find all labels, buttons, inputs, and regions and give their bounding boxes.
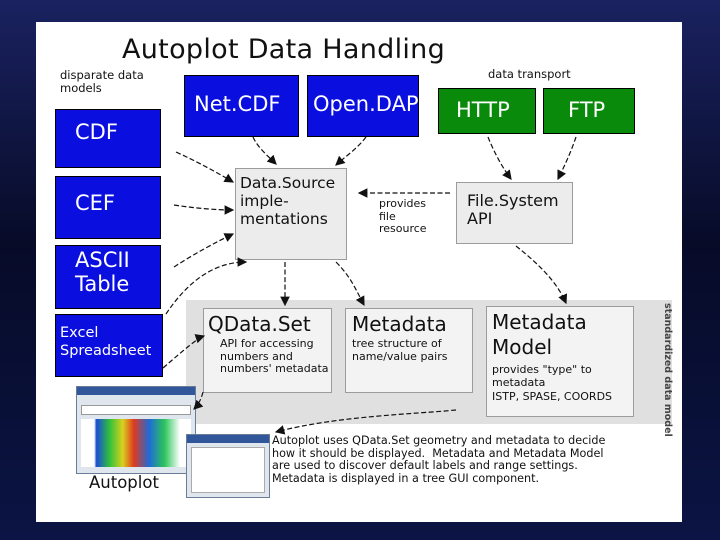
- metadata-model-box: Metadata Model provides "type" to metada…: [486, 306, 634, 417]
- source-cef: CEF: [55, 176, 161, 239]
- arrow-http-to-filesystem: [487, 136, 512, 180]
- slide-title: Autoplot Data Handling: [122, 34, 446, 65]
- arrow-filesystem-to-metadata-model: [515, 245, 568, 305]
- filesystem-api: File.System API: [456, 182, 573, 244]
- metadata-tree-window-thumbnail: [186, 434, 270, 498]
- metadata-model-standards: ISTP, SPASE, COORDS: [492, 390, 613, 403]
- format-opendap: Open.DAP: [307, 75, 419, 137]
- qdataset-title: QData.Set: [208, 312, 311, 336]
- qdataset-box: QData.Set API for accessing numbers and …: [203, 308, 332, 393]
- transport-http: HTTP: [438, 88, 536, 134]
- autoplot-label: Autoplot: [89, 473, 159, 492]
- metadata-title: Metadata: [352, 312, 447, 336]
- description-text: Autoplot uses QData.Set geometry and met…: [272, 434, 606, 485]
- metadata-model-description: provides "type" to metadata: [492, 363, 592, 389]
- arrow-model-to-tree-window: [274, 409, 457, 435]
- connector-arrows: [162, 136, 577, 435]
- transport-heading: data transport: [488, 67, 571, 81]
- source-ascii-table: ASCII Table: [55, 245, 161, 309]
- spectrogram-plot: [81, 419, 191, 467]
- datasource-implementations: Data.Source imple- mentations: [235, 168, 347, 260]
- format-netcdf: Net.CDF: [184, 75, 299, 137]
- qdataset-description: API for accessing numbers and numbers' m…: [220, 337, 329, 375]
- provides-file-resource-note: provides file resource: [379, 197, 427, 235]
- arrow-excel-to-datasource: [165, 257, 248, 315]
- metadata-box: Metadata tree structure of name/value pa…: [345, 308, 473, 393]
- slide: Autoplot Data Handling disparate data mo…: [36, 22, 682, 522]
- arrow-cef-to-datasource: [173, 204, 235, 215]
- metadata-model-title: Metadata Model: [492, 310, 587, 359]
- arrow-opendap-to-datasource: [335, 136, 367, 166]
- transport-ftp: FTP: [543, 88, 635, 134]
- autoplot-main-window-thumbnail: [76, 386, 196, 474]
- metadata-tree-component: [191, 447, 265, 493]
- source-cdf: CDF: [55, 109, 161, 168]
- source-excel-spreadsheet: Excel Spreadsheet: [55, 314, 163, 377]
- arrow-ftp-to-filesystem: [557, 136, 577, 181]
- arrow-datasource-to-metadata: [335, 261, 365, 307]
- sources-heading: disparate data models: [60, 68, 144, 95]
- arrow-model-to-autoplot-window: [193, 391, 204, 410]
- arrow-excel-to-autoplot: [162, 334, 206, 369]
- arrow-ascii-to-datasource: [173, 233, 235, 268]
- arrow-cdf-to-datasource: [175, 151, 235, 183]
- arrow-netcdf-to-datasource: [252, 136, 277, 165]
- metadata-description: tree structure of name/value pairs: [352, 337, 448, 363]
